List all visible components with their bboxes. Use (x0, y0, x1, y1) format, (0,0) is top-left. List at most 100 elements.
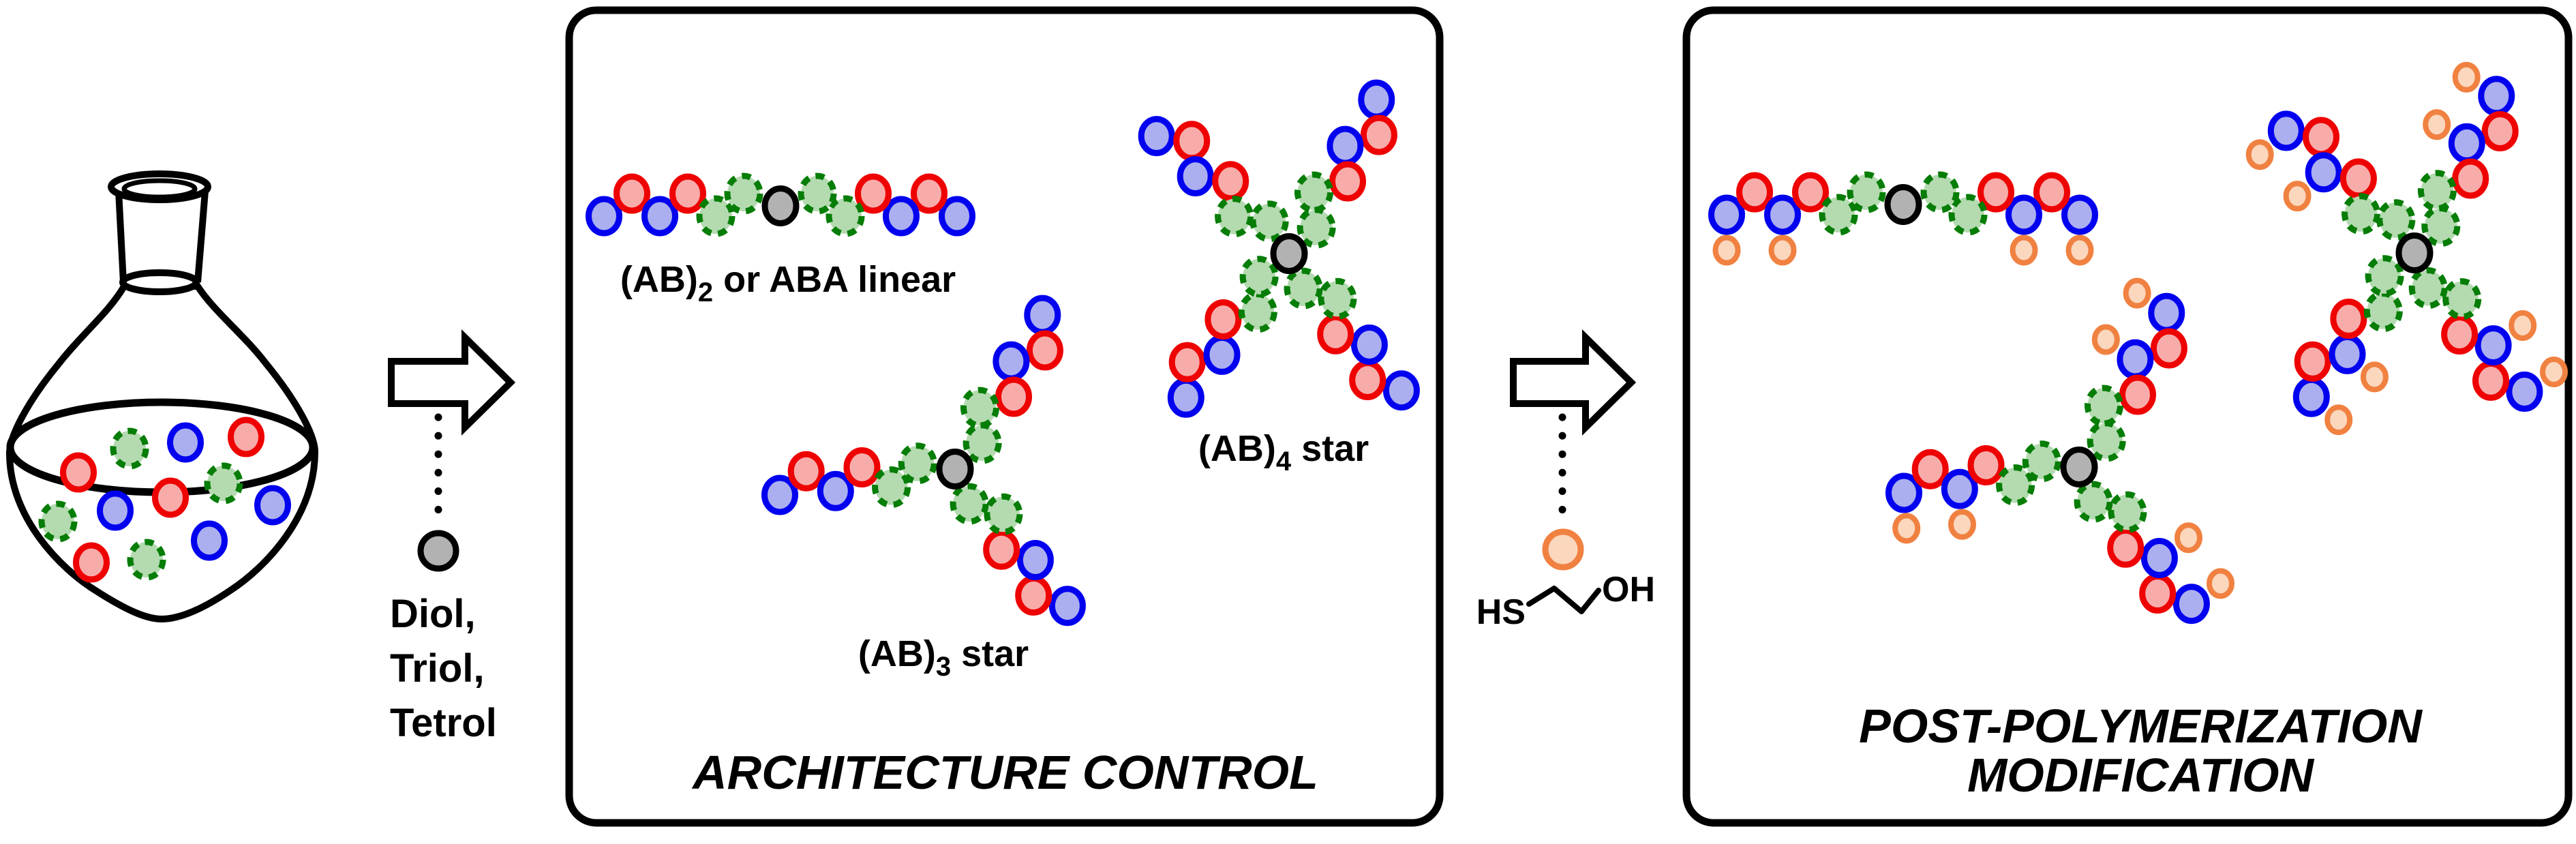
monomer-bead-blue-icon (2117, 339, 2154, 380)
monomer-bead-blue-icon (1177, 156, 1214, 197)
monomer-bead-red-icon (228, 417, 264, 457)
monomer-bead-blue-icon (1024, 295, 1061, 335)
flask-bulb (5, 283, 319, 623)
monomer-bead-blue-icon (1048, 586, 1086, 627)
step1-label-line2: Triol, (390, 646, 485, 691)
monomer-bead-blue-icon (641, 196, 678, 237)
monomer-bead-green-icon (1996, 464, 2035, 507)
monomer-bead-red-icon (1967, 445, 2005, 485)
monomer-bead-green-icon (2417, 170, 2457, 212)
monomer-bead-green-icon (1239, 256, 1279, 298)
monomer-bead-green-icon (2442, 278, 2482, 320)
monomer-bead-red-icon (995, 376, 1032, 417)
monomer-bead-green-icon (2376, 199, 2416, 241)
monomer-bead-green-icon (984, 493, 1023, 535)
monomer-bead-red-icon (1360, 115, 1397, 155)
star4-label-prefix: (AB) (1198, 428, 1276, 469)
monomer-bead-green-icon (2022, 440, 2061, 483)
monomer-bead-blue-icon (1764, 194, 1801, 235)
monomer-bead-green-icon (724, 172, 763, 215)
reagent-hs-label: HS (1476, 592, 1526, 632)
process-arrow-1-icon (388, 329, 516, 436)
monomer-bead-green-icon (127, 539, 166, 581)
box1-title: ARCHITECTURE CONTROL (691, 746, 1318, 799)
monomer-bead-green-icon (2108, 491, 2147, 533)
monomer-bead-blue-icon (2478, 76, 2515, 117)
monomer-bead-red-icon (855, 173, 892, 214)
monomer-bead-blue-icon (939, 196, 975, 237)
thiol-bead-icon (1542, 528, 1584, 571)
monomer-bead-orange-icon (1712, 235, 1741, 266)
monomer-bead-orange-icon (2207, 568, 2234, 599)
flask-rim-inner (121, 178, 198, 200)
monomer-bead-red-icon (1911, 449, 1949, 489)
monomer-bead-green-icon (2365, 255, 2404, 297)
monomer-bead-red-icon (152, 477, 189, 518)
molecule-star-ab4-mod (2245, 61, 2568, 436)
monomer-bead-orange-icon (2509, 310, 2537, 341)
monomer-bead-orange-icon (2123, 277, 2151, 309)
monomer-bead-green-icon (2087, 420, 2126, 462)
monomer-bead-red-icon (1317, 314, 1354, 355)
monomer-bead-blue-icon (2329, 333, 2366, 374)
step2-group: HS OH (1476, 329, 1655, 632)
star3-label-suffix: star (951, 633, 1029, 674)
monomer-bead-gray-icon (2395, 232, 2434, 273)
monomer-bead-green-icon (798, 172, 837, 215)
monomer-bead-red-icon (2033, 172, 2070, 213)
monomer-bead-blue-icon (2005, 194, 2042, 235)
monomer-bead-red-icon (2150, 328, 2187, 369)
monomer-bead-blue-icon (883, 196, 920, 237)
monomer-bead-green-icon (110, 427, 149, 470)
monomer-bead-gray-icon (2060, 447, 2098, 487)
monomer-bead-blue-icon (2267, 110, 2305, 151)
flask-neck-joint (119, 269, 200, 295)
monomer-bead-red-icon (787, 451, 825, 492)
monomer-bead-green-icon (1318, 277, 1357, 320)
monomer-bead-blue-icon (761, 474, 798, 515)
monomer-bead-blue-icon (1382, 370, 1420, 411)
monomer-bead-blue-icon (1708, 194, 1745, 235)
monomer-bead-blue-icon (1941, 468, 1978, 509)
monomer-bead-green-icon (1819, 194, 1858, 236)
monomer-bead-orange-icon (1892, 513, 1921, 544)
monomer-bead-red-icon (1168, 342, 1206, 382)
monomer-bead-blue-icon (254, 485, 291, 526)
star3-label: (AB)3 star (858, 633, 1029, 682)
flask-beads (38, 417, 291, 583)
monomer-bead-orange-icon (2324, 404, 2353, 436)
monomer-bead-red-icon (1978, 172, 2014, 213)
monomer-bead-blue-icon (1167, 377, 1204, 418)
monomer-bead-green-icon (1948, 194, 1988, 236)
monomer-bead-blue-icon (1327, 125, 1364, 166)
linear-label-sub: 2 (698, 277, 713, 307)
monomer-bead-orange-icon (1768, 235, 1797, 266)
monomer-bead-blue-icon (2061, 194, 2098, 235)
molecule-star-ab3 (761, 295, 1086, 627)
monomer-bead-orange-icon (2065, 235, 2094, 266)
monomer-bead-green-icon (2085, 385, 2123, 427)
monomer-bead-green-icon (898, 442, 937, 485)
step1-group: Diol, Triol, Tetrol (388, 329, 516, 745)
monomer-bead-red-icon (2303, 117, 2339, 157)
monomer-bead-red-icon (1329, 161, 1366, 202)
monomer-bead-green-icon (1920, 171, 1960, 213)
monomer-bead-red-icon (983, 529, 1020, 570)
monomer-bead-red-icon (2107, 527, 2145, 568)
monomer-bead-orange-icon (2423, 109, 2451, 140)
monomer-bead-red-icon (669, 173, 706, 214)
monomer-bead-red-icon (843, 447, 881, 487)
monomer-bead-orange-icon (2360, 361, 2389, 393)
monomer-bead-red-icon (1026, 330, 1063, 371)
monomer-bead-orange-icon (2175, 522, 2202, 554)
monomer-bead-blue-icon (1358, 79, 1395, 120)
monomer-bead-blue-icon (992, 341, 1030, 382)
monomer-bead-green-icon (950, 483, 989, 525)
monomer-bead-blue-icon (1016, 540, 1054, 580)
linear-label: (AB)2 or ABA linear (620, 259, 956, 307)
monomer-bead-red-icon (2330, 299, 2367, 339)
monomer-bead-green-icon (2363, 290, 2403, 333)
monomer-bead-blue-icon (1138, 116, 1175, 157)
monomer-bead-gray-icon (1270, 233, 1308, 274)
